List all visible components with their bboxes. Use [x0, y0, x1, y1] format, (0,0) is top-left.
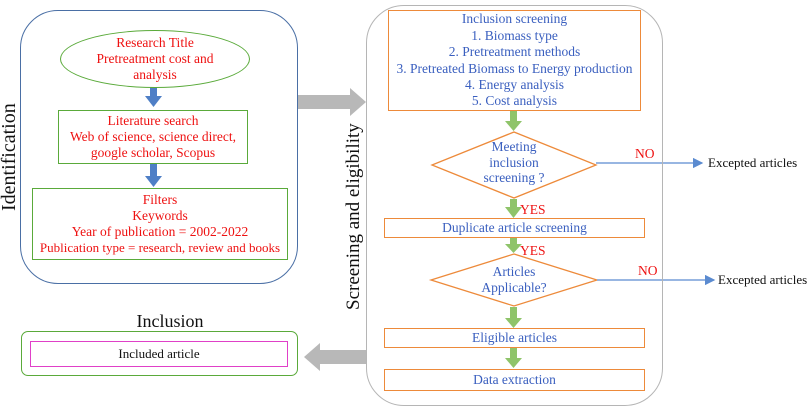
screening-panel — [366, 5, 663, 406]
decision1-line3: screening ? — [483, 170, 545, 186]
research-title-line1: Research Title — [116, 35, 194, 51]
filters-line3: Year of publication = 2002-2022 — [71, 224, 249, 240]
arrow-eligible-to-extraction — [505, 347, 522, 368]
arrow-inclusion-to-decision1 — [505, 111, 522, 131]
research-title-line3: analysis — [133, 66, 177, 82]
yes-label-1: YES — [520, 202, 546, 217]
research-title-box: Research Title Pretreatment cost and ana… — [60, 30, 250, 88]
literature-search-box: Literature search Web of science, scienc… — [58, 110, 248, 164]
decision-diamond-applicable — [428, 253, 600, 307]
criteria-item-2: 2. Pretreatment methods — [448, 44, 581, 60]
decision-diamond-inclusion — [430, 131, 598, 199]
arrow-decision2-to-eligible — [505, 307, 522, 328]
arrow-decision1-to-duplicate — [505, 199, 522, 218]
excluded-articles-1: Excepted articles — [708, 155, 798, 170]
decision1-line1: Meeting — [491, 139, 537, 154]
eligible-articles-box: Eligible articles — [384, 328, 645, 348]
inclusion-outer-box — [21, 331, 298, 376]
inclusion-screening-title: Inclusion screening — [461, 11, 568, 27]
decision1-line2: inclusion — [489, 154, 539, 170]
literature-line2: Web of science, science direct, — [69, 129, 237, 145]
decision2-line1: Articles — [492, 264, 536, 279]
no-label-2: NO — [638, 263, 658, 278]
identification-panel — [20, 10, 298, 284]
eligible-articles-text: Eligible articles — [471, 330, 558, 346]
criteria-item-4: 4. Energy analysis — [464, 76, 565, 92]
arrow-title-to-literature — [145, 83, 162, 107]
excluded-articles-2: Excepted articles — [718, 272, 808, 287]
filters-line2: Keywords — [132, 208, 188, 224]
criteria-item-5: 5. Cost analysis — [471, 93, 558, 109]
duplicate-screening-text: Duplicate article screening — [442, 220, 587, 236]
identification-label: Identification — [0, 103, 20, 211]
literature-line1: Literature search — [107, 113, 199, 129]
decision1-text: Meeting inclusion screening ? — [464, 139, 564, 186]
criteria-item-3: 3. Pretreated Biomass to Energy producti… — [396, 60, 633, 76]
decision2-line2: Applicable? — [481, 279, 547, 295]
inclusion-screening-box: Inclusion screening 1. Biomass type 2. P… — [388, 10, 641, 111]
included-article-box: Included article — [30, 341, 288, 367]
inclusion-label: Inclusion — [136, 311, 204, 331]
included-article-text: Included article — [118, 346, 200, 362]
decision2-text: Articles Applicable? — [464, 264, 564, 295]
filters-line4: Publication type = research, review and … — [39, 240, 281, 256]
arrow-screening-to-inclusion — [304, 343, 366, 371]
no-label-1: NO — [635, 146, 655, 161]
filters-line1: Filters — [142, 192, 178, 208]
arrow-identification-to-screening — [298, 88, 366, 116]
duplicate-screening-box: Duplicate article screening — [384, 218, 645, 238]
criteria-item-1: 1. Biomass type — [471, 27, 558, 43]
literature-line3: google scholar, Scopus — [90, 144, 216, 160]
data-extraction-box: Data extraction — [384, 369, 645, 391]
arrow-duplicate-to-decision2 — [505, 238, 522, 253]
data-extraction-text: Data extraction — [473, 372, 556, 388]
screening-label: Screening and eligibility — [343, 123, 364, 310]
research-title-line2: Pretreatment cost and — [96, 51, 214, 67]
yes-label-2: YES — [520, 243, 546, 258]
filters-box: Filters Keywords Year of publication = 2… — [32, 188, 288, 260]
arrow-literature-to-filters — [145, 164, 162, 187]
